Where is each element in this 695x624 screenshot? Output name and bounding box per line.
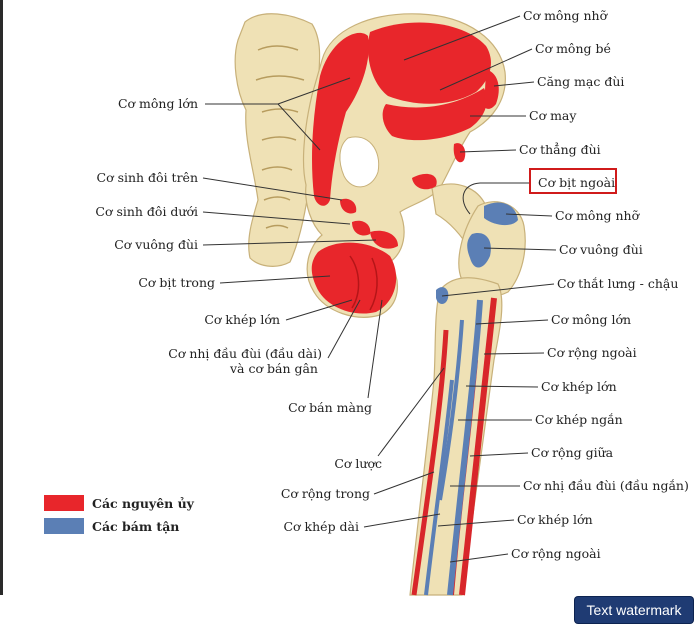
legend-insertion-swatch xyxy=(44,518,84,534)
label-gluteus-medius-top: Cơ mông nhỡ xyxy=(523,8,609,23)
label-adductor-brevis: Cơ khép ngắn xyxy=(535,412,623,427)
label-obturator-internus: Cơ bịt trong xyxy=(138,275,215,290)
origin-gluteus-maximus xyxy=(312,32,369,206)
right-labels: Cơ mông nhỡ Cơ mông bé Căng mạc đùi Cơ m… xyxy=(511,8,689,561)
label-gluteus-maximus: Cơ mông lớn xyxy=(118,96,198,111)
origin-gluteus-medius xyxy=(368,22,491,104)
legend: Các nguyên ủy Các bám tận xyxy=(44,495,195,534)
label-biceps-long-head: Cơ nhị đầu đùi (đầu dài) xyxy=(168,346,322,361)
label-vastus-medialis: Cơ rộng trong xyxy=(281,486,370,501)
insertion-areas xyxy=(424,202,518,596)
label-adductor-magnus-left: Cơ khép lớn xyxy=(204,312,280,327)
label-adductor-magnus-upper: Cơ khép lớn xyxy=(541,379,617,394)
label-gemellus-inferior: Cơ sinh đôi dưới xyxy=(95,204,198,219)
legend-origin-label: Các nguyên ủy xyxy=(92,496,195,511)
label-sartorius: Cơ may xyxy=(529,108,577,123)
insertion-gluteus-medius xyxy=(484,202,518,226)
label-vastus-lateralis-upper: Cơ rộng ngoài xyxy=(547,345,637,360)
origin-gluteus-minimus xyxy=(382,88,487,141)
legend-insertion-label: Các bám tận xyxy=(92,519,179,534)
origin-obturator-externus xyxy=(412,173,437,190)
label-gluteus-minimus: Cơ mông bé xyxy=(535,41,611,56)
origin-vastus-medialis xyxy=(411,329,449,596)
highlight-box xyxy=(529,168,617,194)
label-vastus-intermedius: Cơ rộng giữa xyxy=(531,445,614,460)
left-labels: Cơ mông lớn Cơ sinh đôi trên Cơ sinh đôi… xyxy=(95,96,382,534)
insertion-adductor-magnus xyxy=(447,299,483,596)
label-biceps-short-head: Cơ nhị đầu đùi (đầu ngắn) xyxy=(523,478,689,493)
label-gemellus-superior: Cơ sinh đôi trên xyxy=(97,170,199,185)
label-iliopsoas: Cơ thắt lưng - chậu xyxy=(557,276,678,291)
frame-edge xyxy=(0,0,3,595)
insertion-adductor-longus xyxy=(424,379,454,596)
insertion-adductor-brevis xyxy=(438,319,464,501)
watermark-badge: Text watermark xyxy=(575,597,693,623)
origin-gemellus-superior xyxy=(340,198,357,214)
origin-quadratus-femoris xyxy=(370,230,398,249)
label-rectus-femoris: Cơ thẳng đùi xyxy=(519,141,601,157)
label-tensor-fasciae-latae: Căng mạc đùi xyxy=(537,74,624,89)
insertion-quadratus-femoris xyxy=(467,232,491,268)
label-adductor-magnus-lower: Cơ khép lớn xyxy=(517,512,593,527)
label-semitendinosus: và cơ bán gân xyxy=(229,361,318,376)
label-gluteus-maximus-insertion: Cơ mông lớn xyxy=(551,312,631,327)
legend-origin-swatch xyxy=(44,495,84,511)
origin-gemellus-inferior xyxy=(352,220,371,236)
origin-tensor-fasciae xyxy=(483,70,499,109)
label-vastus-lateralis-lower: Cơ rộng ngoài xyxy=(511,546,601,561)
label-quadratus-femoris-insertion: Cơ vuông đùi xyxy=(559,242,643,257)
label-semimembranosus: Cơ bán màng xyxy=(288,400,372,415)
origin-rectus-femoris xyxy=(453,143,466,163)
label-quadratus-femoris: Cơ vuông đùi xyxy=(114,237,198,252)
origin-areas xyxy=(311,22,499,596)
label-obturator-externus: Cơ bịt ngoài xyxy=(538,175,615,190)
label-pectineus: Cơ lược xyxy=(334,456,382,471)
leader-lines xyxy=(202,15,557,563)
label-adductor-longus: Cơ khép dài xyxy=(283,519,359,534)
label-gluteus-medius-insertion: Cơ mông nhỡ xyxy=(555,208,641,223)
